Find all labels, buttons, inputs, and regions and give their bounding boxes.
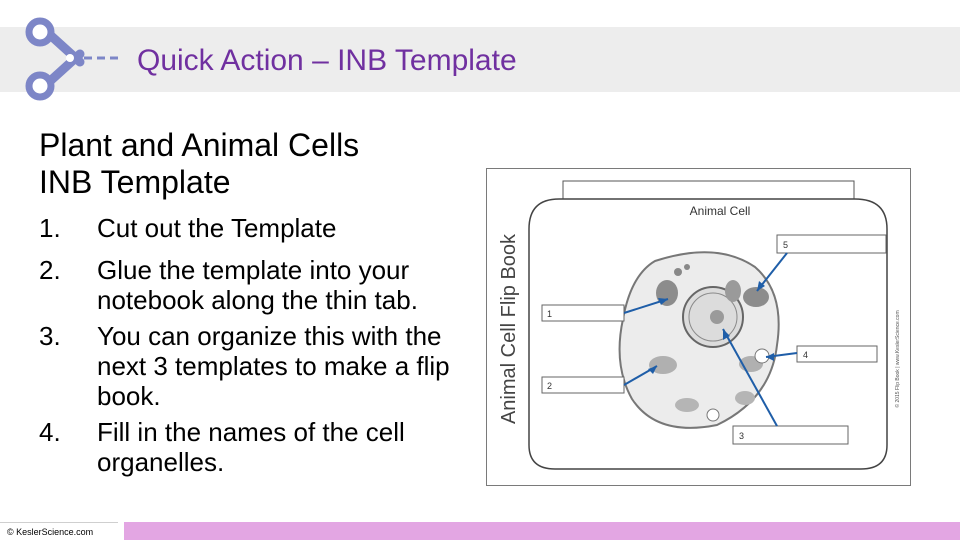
step-number: 4. <box>39 417 61 447</box>
label-number: 5 <box>783 240 788 250</box>
label-box-5 <box>776 234 887 254</box>
step-text: Cut out the Template <box>97 213 337 243</box>
figure-side-title: Animal Cell Flip Book <box>498 233 520 424</box>
animal-cell-template-image: Animal Cell Flip Book Animal Cell © 2015… <box>486 168 911 486</box>
slide-title-line2: INB Template <box>39 164 231 200</box>
label-box-4 <box>796 345 878 363</box>
list-item: 4. Fill in the names of the cell organel… <box>39 417 479 477</box>
steps-list: 1. Cut out the Template 2. Glue the temp… <box>39 213 479 489</box>
footer-copyright-area <box>0 522 118 541</box>
step-text: Fill in the names of the cell organelles… <box>97 417 405 477</box>
slide-title-line1: Plant and Animal Cells <box>39 127 360 163</box>
label-number: 3 <box>739 431 744 441</box>
list-item: 3. You can organize this with the next 3… <box>39 321 479 411</box>
label-number: 4 <box>803 350 808 360</box>
figure-copyright: © 2015 Flip Book | www.KeslerScience.com <box>894 310 901 407</box>
footer-copyright: © KeslerScience.com <box>7 527 94 537</box>
label-box-1 <box>541 304 625 322</box>
slide-title: Plant and Animal Cells INB Template <box>39 127 479 201</box>
label-box-3 <box>732 425 849 445</box>
label-box-2 <box>541 376 625 394</box>
step-number: 3. <box>39 321 61 351</box>
figure-heading: Animal Cell <box>690 204 751 218</box>
header-title: Quick Action – INB Template <box>137 44 517 77</box>
label-number: 1 <box>547 309 552 319</box>
animal-cell-diagram: Animal Cell Flip Book Animal Cell © 2015… <box>498 180 901 470</box>
step-number: 2. <box>39 255 61 285</box>
step-number: 1. <box>39 213 61 243</box>
label-number: 2 <box>547 381 552 391</box>
header-band <box>0 27 960 92</box>
list-item: 1. Cut out the Template <box>39 213 479 243</box>
list-item: 2. Glue the template into your notebook … <box>39 255 479 315</box>
step-text: You can organize this with the next 3 te… <box>97 321 450 411</box>
footer-bar <box>124 522 960 540</box>
scissors-icon <box>25 17 118 101</box>
step-text: Glue the template into your notebook alo… <box>97 255 418 315</box>
